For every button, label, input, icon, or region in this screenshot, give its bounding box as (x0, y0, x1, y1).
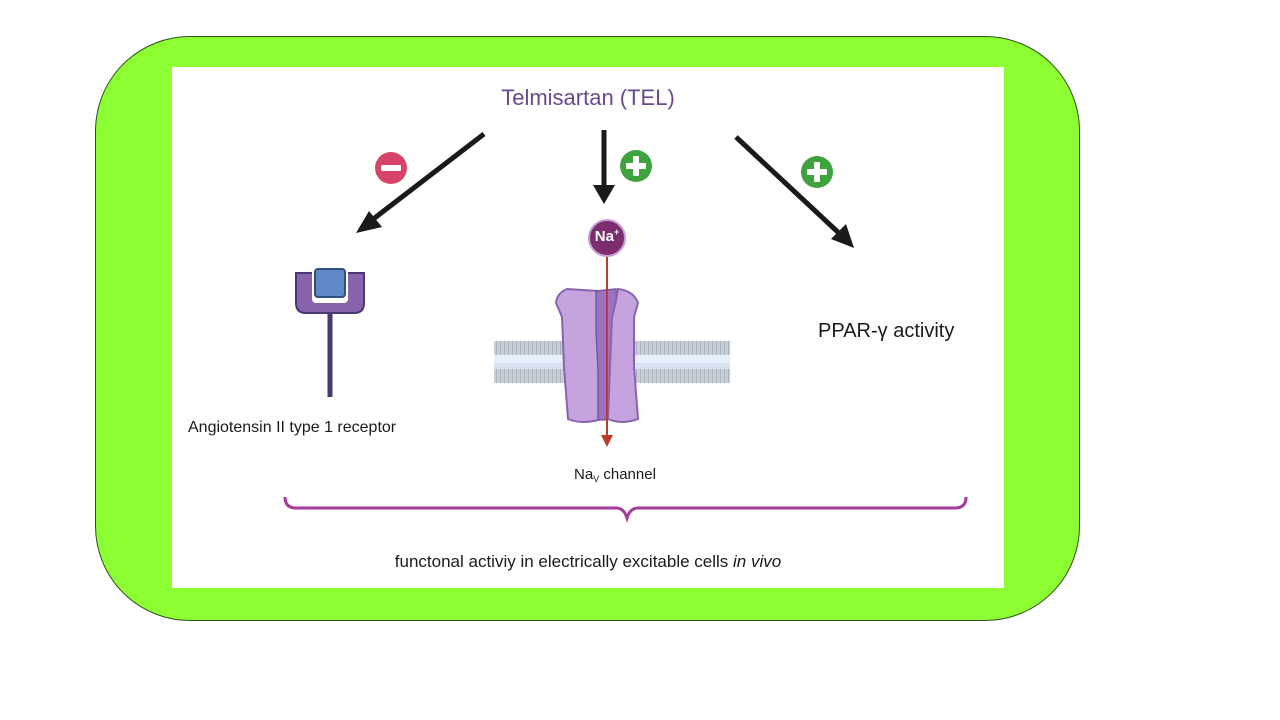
ppar-label: PPAR-γ activity (818, 320, 955, 342)
curly-brace (283, 496, 968, 524)
diagram-art (283, 130, 968, 524)
footer-caption: functonal activiy in electrically excita… (394, 552, 782, 571)
minus-sign-icon (375, 152, 407, 184)
arrow-left (356, 132, 486, 233)
sodium-ion-icon (588, 219, 626, 257)
arrow-right (734, 135, 854, 248)
sodium-ion-label: Na+ (594, 227, 620, 245)
ion-flow-arrow (601, 252, 613, 447)
diagram-panel: Telmisartan (TEL) Na+ Angiotensin II typ… (172, 67, 1004, 588)
sodium-channel-icon (554, 287, 640, 423)
sodium-channel-label: NaV channel (574, 466, 656, 484)
diagram-title: Telmisartan (TEL) (501, 85, 675, 110)
receptor-label: Angiotensin II type 1 receptor (188, 419, 397, 436)
arrow-center (593, 130, 615, 204)
plus-sign-icon-center (620, 150, 652, 182)
plus-sign-icon-right (801, 156, 833, 188)
receptor-icon (295, 268, 365, 397)
